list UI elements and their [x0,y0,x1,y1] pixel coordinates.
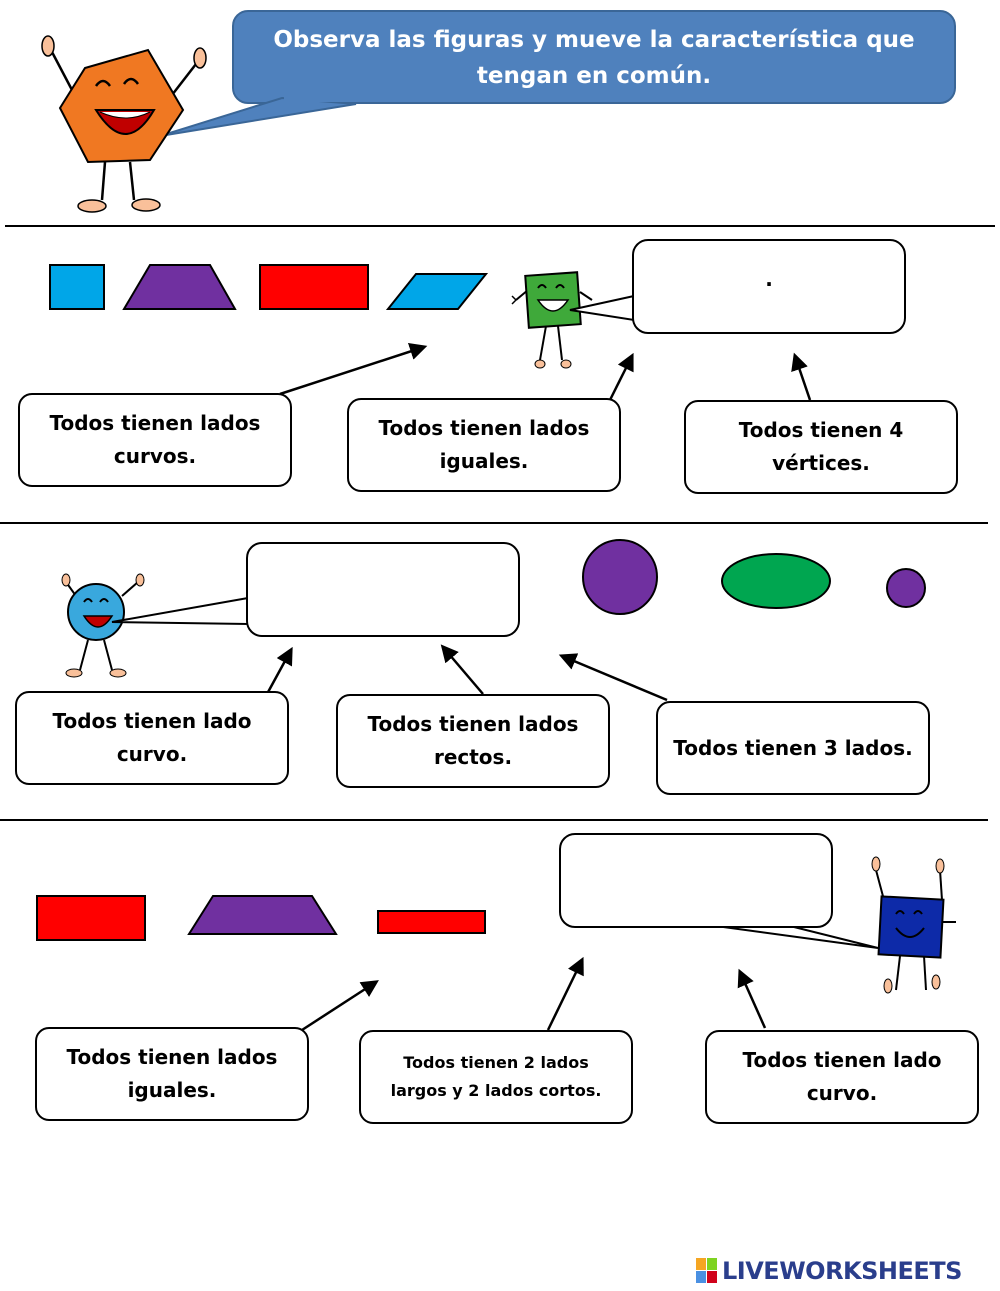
option-1-1-label: Todos tienen lados curvos. [49,411,261,468]
arrow-1c [791,352,812,401]
speech-tail-2 [111,596,249,626]
option-2-1[interactable]: Todos tienen lado curvo. [15,691,289,785]
instruction-text: Observa las figuras y mueve la caracterí… [273,27,915,89]
divider-1 [5,225,995,227]
blue-square-character-icon [871,856,956,994]
option-2-1-label: Todos tienen lado curvo. [52,709,252,766]
option-3-1-label: Todos tienen lados iguales. [66,1045,278,1102]
square-character-icon [511,271,593,369]
option-1-1[interactable]: Todos tienen lados curvos. [18,393,292,487]
option-3-3[interactable]: Todos tienen lado curvo. [705,1030,979,1124]
cyan-square-shape [49,264,105,310]
green-oval-shape [721,553,831,609]
instruction-bubble: Observa las figuras y mueve la caracterí… [232,10,956,104]
option-3-1[interactable]: Todos tienen lados iguales. [35,1027,309,1121]
arrow-2a [265,646,293,695]
drop-zone-1[interactable]: . [632,239,906,334]
hexagon-character-icon [41,35,207,213]
red-rectangle-small-shape [377,910,486,934]
purple-circle-large-shape [582,539,658,615]
liveworksheets-mark-icon [696,1258,717,1283]
red-rectangle-shape [259,264,369,310]
drop-zone-3[interactable] [559,833,833,928]
circle-character-icon [61,573,145,678]
cyan-rhombus-shape [385,273,489,310]
purple-circle-small-shape [886,568,926,608]
arrow-2b [440,644,484,695]
red-rectangle-large-shape [36,895,146,941]
option-2-2[interactable]: Todos tienen lados rectos. [336,694,610,788]
option-1-2-label: Todos tienen lados iguales. [378,416,590,473]
liveworksheets-logo-text: LIVEWORKSHEETS [722,1257,962,1285]
instruction-bubble-tail [159,94,357,137]
arrow-3b [546,956,584,1031]
option-1-2[interactable]: Todos tienen lados iguales. [347,398,621,492]
option-2-3[interactable]: Todos tienen 3 lados. [656,701,930,795]
drop-zone-2[interactable] [246,542,520,637]
arrow-1a [279,343,428,396]
speech-tail-3 [715,925,879,949]
divider-2 [0,522,988,524]
option-1-3-label: Todos tienen 4 vértices. [738,418,904,475]
option-3-2-label: Todos tienen 2 lados largos y 2 lados co… [390,1053,602,1100]
purple-trapezoid-shape [122,264,237,310]
option-1-3[interactable]: Todos tienen 4 vértices. [684,400,958,494]
arrow-1b [608,352,634,401]
option-3-3-label: Todos tienen lado curvo. [742,1048,942,1105]
drop-zone-1-text: . [765,266,773,291]
arrow-3c [737,968,767,1029]
arrow-2c [558,653,668,702]
option-2-2-label: Todos tienen lados rectos. [367,712,579,769]
option-3-2[interactable]: Todos tienen 2 lados largos y 2 lados co… [359,1030,633,1124]
divider-3 [0,819,988,821]
purple-trapezoid-shape-2 [187,895,338,935]
liveworksheets-logo: LIVEWORKSHEETS [696,1256,962,1286]
option-2-3-label: Todos tienen 3 lados. [673,735,913,760]
arrow-3a [301,980,379,1032]
